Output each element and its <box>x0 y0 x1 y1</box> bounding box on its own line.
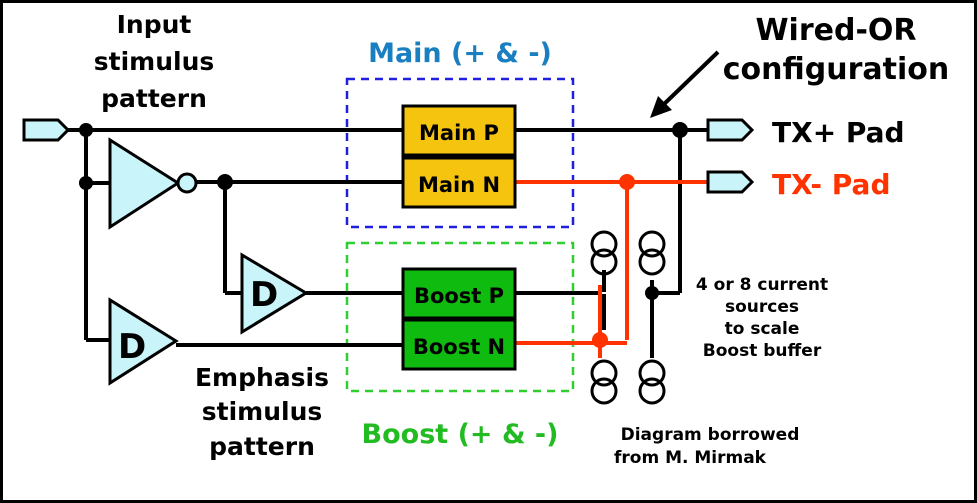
emphasis-stimulus-line-1: Emphasis <box>195 363 329 392</box>
boost-p-block <box>401 267 517 320</box>
current-sources-label: 4 or 8 current sources to scale Boost bu… <box>696 275 828 361</box>
black-wires <box>68 128 710 358</box>
credit-line-1: Diagram borrowed <box>621 425 800 445</box>
emphasis-stimulus-line-2: stimulus <box>202 397 323 426</box>
input-stimulus-label: Input stimulus pattern <box>94 10 215 113</box>
input-stimulus-line-1: Input <box>117 10 192 39</box>
junction-dots <box>79 122 688 348</box>
credit-line-2: from M. Mirmak <box>614 448 767 468</box>
input-stimulus-line-3: pattern <box>101 84 207 113</box>
delay-block-1-label: D <box>250 275 278 315</box>
wired-or-arrow-line <box>658 50 720 110</box>
current-sources-line-2: sources <box>725 297 799 317</box>
tx-minus-label: TX- Pad <box>772 168 890 201</box>
credit-label: Diagram borrowed from M. Mirmak <box>614 425 799 468</box>
boost-group-title: Boost (+ & -) <box>362 419 559 450</box>
wired-or-line-2: configuration <box>723 52 949 87</box>
wired-or-label: Wired-OR configuration <box>723 13 949 87</box>
current-sources-line-4: Boost buffer <box>703 341 822 361</box>
boost-n-block <box>401 318 517 371</box>
main-n-label: Main N <box>418 173 500 197</box>
boost-group-box <box>345 241 575 393</box>
wired-or-arrow-head-icon <box>650 96 672 118</box>
input-pad-icon <box>22 118 71 142</box>
tx-plus-pad-icon <box>706 118 755 142</box>
boost-p-label: Boost P <box>414 284 504 308</box>
current-sources-line-1: 4 or 8 current <box>696 275 828 295</box>
main-group-title: Main (+ & -) <box>368 38 552 69</box>
main-p-block <box>401 104 517 157</box>
main-group-box <box>345 77 575 229</box>
emphasis-stimulus-line-3: pattern <box>209 432 315 461</box>
inverter-icon <box>108 137 181 230</box>
tx-minus-pad-icon <box>706 170 755 194</box>
wired-or-line-1: Wired-OR <box>755 13 916 48</box>
delay-block-2-label: D <box>118 327 146 367</box>
current-source-icons <box>590 230 666 405</box>
main-n-block <box>401 156 517 209</box>
input-stimulus-line-2: stimulus <box>94 47 215 76</box>
main-p-label: Main P <box>419 121 499 145</box>
delay-block-1-icon <box>240 252 309 335</box>
tx-plus-label: TX+ Pad <box>772 116 905 149</box>
delay-block-2-icon <box>108 297 179 386</box>
boost-n-label: Boost N <box>413 335 505 359</box>
current-sources-line-3: to scale <box>725 319 800 339</box>
inverter-bubble-icon <box>176 172 198 194</box>
emphasis-stimulus-label: Emphasis stimulus pattern <box>195 363 329 461</box>
